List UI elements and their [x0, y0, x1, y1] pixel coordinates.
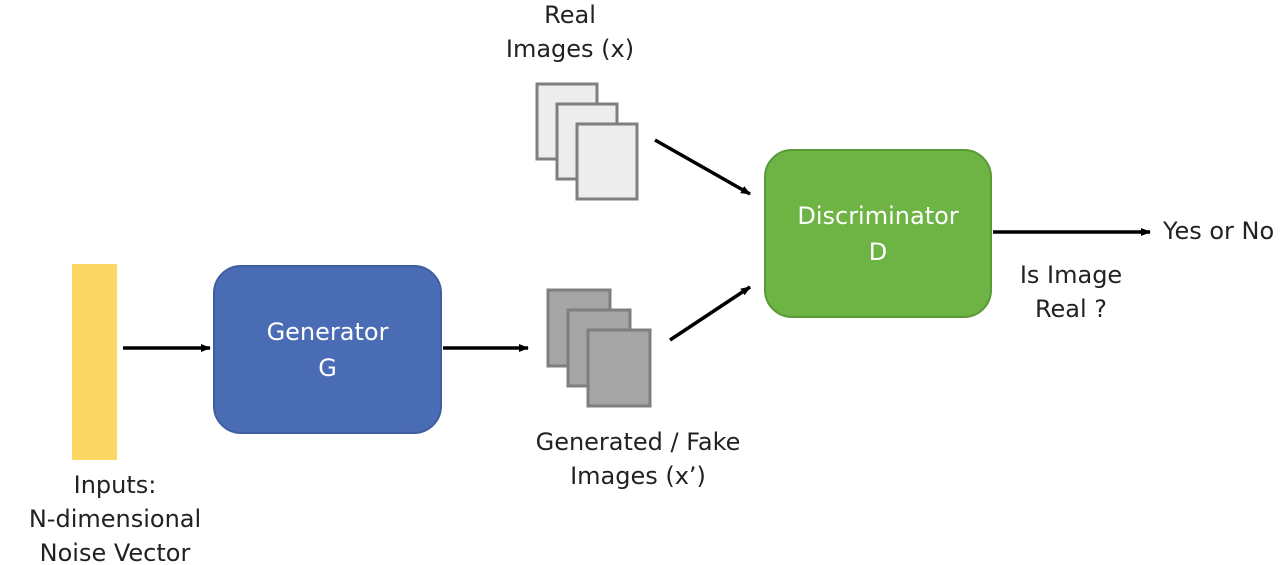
real-image-sheet: [575, 122, 639, 201]
generator-label: Generator: [266, 317, 389, 346]
real-images-line: Images (x): [505, 35, 635, 63]
generator-box: Generator G: [213, 265, 442, 434]
discriminator-symbol: D: [868, 237, 888, 266]
question-line: Real ?: [1034, 295, 1108, 323]
generated-images-line: Images (x’): [570, 462, 706, 490]
inputs-label-line: N-dimensional: [28, 505, 202, 533]
generated-images-line: Generated / Fake: [535, 428, 741, 456]
inputs-label: Inputs: N-dimensional Noise Vector: [20, 468, 210, 565]
inputs-label-line: Inputs:: [73, 471, 157, 499]
real-images-line: Real: [544, 1, 596, 29]
inputs-label-line: Noise Vector: [39, 539, 191, 565]
real-images-stack: [535, 82, 639, 201]
generated-images-label: Generated / Fake Images (x’): [520, 425, 756, 493]
discriminator-box: Discriminator D: [764, 149, 992, 318]
discriminator-label: Discriminator: [797, 201, 959, 230]
generator-symbol: G: [318, 353, 337, 382]
output-label: Yes or No: [1163, 217, 1275, 245]
question-line: Is Image: [1019, 261, 1123, 289]
noise-vector-bar: [72, 264, 117, 460]
generated-images-stack: [546, 288, 652, 408]
arrow-fake-to-discriminator: [669, 285, 751, 342]
generated-image-sheet: [586, 328, 652, 408]
is-image-real-label: Is Image Real ?: [1006, 258, 1136, 326]
real-images-label: Real Images (x): [490, 0, 650, 66]
arrow-real-to-discriminator: [654, 138, 751, 196]
